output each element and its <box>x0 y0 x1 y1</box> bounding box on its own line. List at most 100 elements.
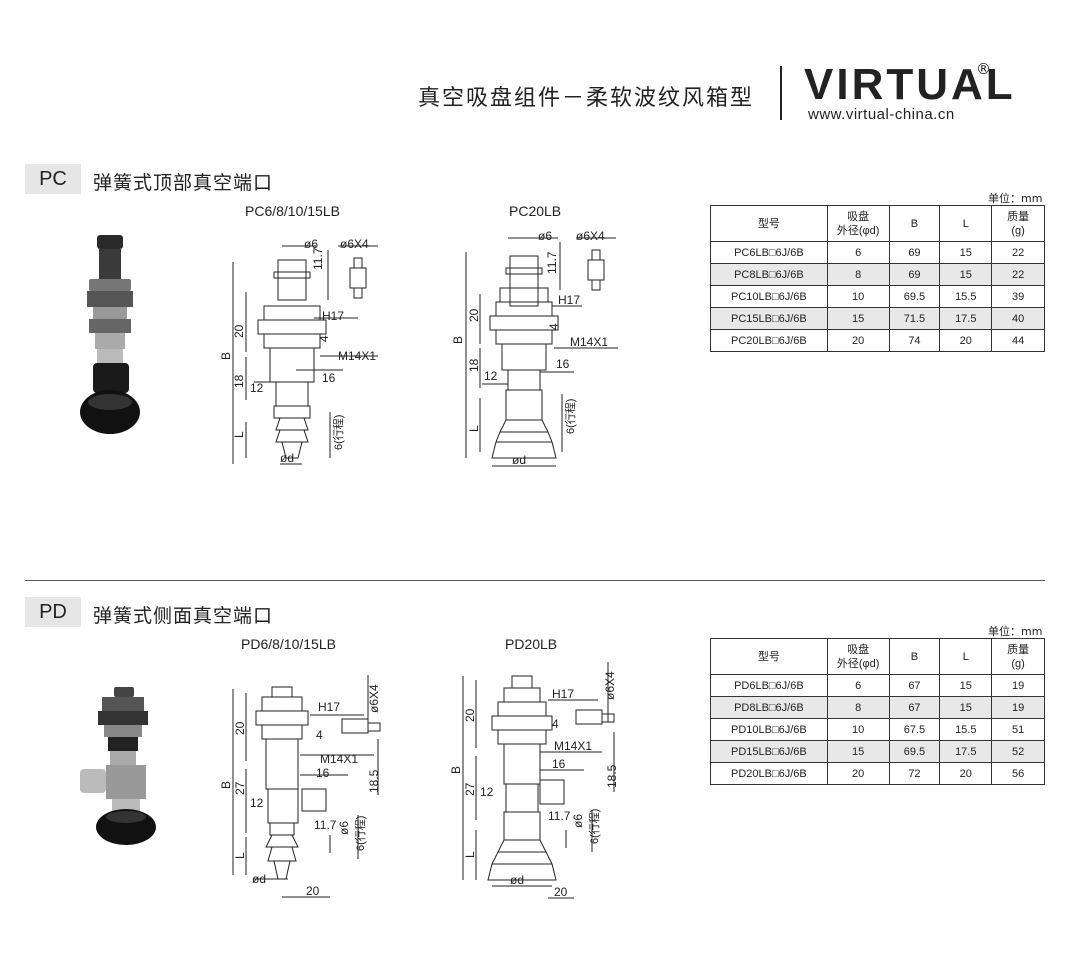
section-title-pd: 弹簧式侧面真空端口 <box>93 605 274 627</box>
section-divider <box>25 580 1045 581</box>
col-header-model: 型号 <box>710 205 828 242</box>
dim-27: 27 <box>463 782 477 796</box>
dim-27: 27 <box>233 781 247 795</box>
drawing-pc-small: ø6 ø6X4 11.7 20 H17 4 M14X1 B 18 16 12 L… <box>219 237 378 465</box>
dim-16: 16 <box>552 757 566 771</box>
dim-phid: ød <box>252 872 266 886</box>
model-label-pd-1: PD6/8/10/15LB <box>241 636 336 652</box>
dim-fitting: ø6X4 <box>340 237 369 251</box>
dim-12: 12 <box>480 785 494 799</box>
section-title-pc: 弹簧式顶部真空端口 <box>93 172 274 194</box>
col-header-weight: 质量(g) <box>991 205 1045 242</box>
drawing-pc-large: ø6 ø6X4 11.7 20 H17 4 M14X1 B 18 16 12 L… <box>451 229 618 467</box>
dim-20b: 20 <box>306 884 320 898</box>
dim-12: 12 <box>484 369 498 383</box>
dim-12: 12 <box>250 796 264 810</box>
dim-phid: ød <box>280 451 294 465</box>
col-header-diameter: 吸盘外径(φd) <box>826 638 890 675</box>
col-header-model: 型号 <box>710 638 828 675</box>
dim-16: 16 <box>556 357 570 371</box>
table-header-row: 型号 吸盘外径(φd) B L 质量(g) <box>710 638 1045 675</box>
dim-11-7: 11.7 <box>311 247 325 270</box>
page-title: 真空吸盘组件－柔软波纹风箱型 <box>418 86 755 111</box>
dim-b: B <box>449 766 463 774</box>
model-label-pd-2: PD20LB <box>505 636 558 652</box>
col-header-weight: 质量(g) <box>991 638 1045 675</box>
col-header-diameter: 吸盘外径(φd) <box>826 205 890 242</box>
dim-l: L <box>233 852 247 859</box>
drawing-pd-large: H17 ø6X4 20 4 M14X1 B 16 18.5 27 12 11.7… <box>449 662 619 899</box>
brand-url: www.virtual-china.cn <box>808 106 955 123</box>
dim-phi6: ø6 <box>337 821 351 835</box>
section-tag-pc: PC <box>25 164 81 194</box>
dim-m14: M14X1 <box>554 739 592 753</box>
dim-phi6: ø6 <box>304 237 318 251</box>
dim-b: B <box>451 336 465 344</box>
dim-16: 16 <box>322 371 336 385</box>
dim-m14: M14X1 <box>570 335 608 349</box>
dim-18-5: 18.5 <box>367 769 381 793</box>
registered-mark: ® <box>976 60 991 78</box>
dim-stroke: 6(行程) <box>588 809 601 844</box>
dim-20: 20 <box>467 308 481 322</box>
dim-20: 20 <box>233 721 247 735</box>
dim-18: 18 <box>467 358 481 372</box>
dim-stroke: 6(行程) <box>564 399 577 434</box>
dim-16: 16 <box>316 766 330 780</box>
dim-stroke: 6(行程) <box>332 415 345 450</box>
model-label-pc-1: PC6/8/10/15LB <box>245 203 340 219</box>
table-header-row: 型号 吸盘外径(φd) B L 质量(g) <box>710 205 1045 242</box>
col-header-l: L <box>939 205 993 242</box>
dim-m14: M14X1 <box>320 752 358 766</box>
dim-fitting: ø6X4 <box>576 229 605 243</box>
brand-logo: VIRTUAL <box>804 60 1016 109</box>
dim-fitting: ø6X4 <box>603 671 617 700</box>
dim-m14: M14X1 <box>338 349 376 363</box>
col-header-l: L <box>939 638 993 675</box>
dim-l: L <box>463 851 477 858</box>
brand-divider <box>780 66 782 120</box>
unit-note-pd: 单位：mm <box>988 625 1043 638</box>
model-label-pc-2: PC20LB <box>509 203 562 219</box>
dim-h17: H17 <box>318 700 340 714</box>
dim-phi6: ø6 <box>538 229 552 243</box>
dim-18: 18 <box>232 374 246 388</box>
dim-4: 4 <box>552 717 559 731</box>
dim-b: B <box>219 352 233 360</box>
dim-11-7: 11.7 <box>314 818 337 832</box>
unit-note-pc: 单位：mm <box>988 192 1043 205</box>
dim-h17: H17 <box>552 687 574 701</box>
col-header-b: B <box>888 205 941 242</box>
dim-fitting: ø6X4 <box>367 684 381 713</box>
dim-h17: H17 <box>322 309 344 323</box>
dim-20b: 20 <box>554 885 568 899</box>
dim-20: 20 <box>232 324 246 338</box>
product-photo-pc <box>80 235 140 434</box>
dim-phi6: ø6 <box>571 814 585 828</box>
dim-stroke: 6(行程) <box>354 816 367 851</box>
dim-b: B <box>219 781 233 789</box>
dim-4: 4 <box>547 323 561 330</box>
dim-h17: H17 <box>558 293 580 307</box>
dim-12: 12 <box>250 381 264 395</box>
dim-4: 4 <box>317 335 331 342</box>
drawing-pd-small: H17 ø6X4 20 4 M14X1 B 16 18.5 27 12 11.7… <box>219 675 381 898</box>
dim-l: L <box>232 431 246 438</box>
dim-l: L <box>467 425 481 432</box>
col-header-b: B <box>888 638 941 675</box>
product-photo-pd <box>80 687 156 845</box>
dim-11-7: 11.7 <box>545 251 559 274</box>
dim-phid: ød <box>512 453 526 467</box>
